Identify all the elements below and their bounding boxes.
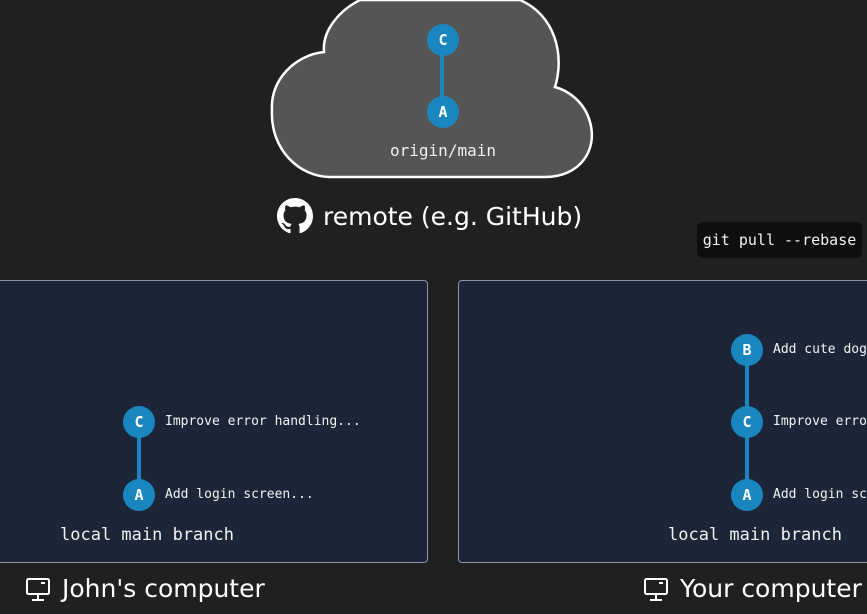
johns-computer-title: John's computer — [62, 574, 265, 603]
your-commit-b: B — [731, 334, 763, 366]
your-commit-c: C — [731, 406, 763, 438]
your-commit-a: A — [731, 479, 763, 511]
johns-branch-label: local main branch — [60, 525, 234, 545]
your-commit-c-message: Improve error — [773, 414, 867, 429]
johns-commit-a: A — [123, 479, 155, 511]
your-commit-a-message: Add login scre — [773, 487, 867, 502]
remote-commit-a: A — [427, 96, 459, 128]
remote-title-row: remote (e.g. GitHub) — [277, 198, 582, 234]
johns-commit-link — [137, 426, 141, 496]
your-computer-panel: B Add cute dog... C Improve error A Add … — [458, 280, 867, 563]
your-computer-title: Your computer — [680, 574, 862, 603]
johns-computer-title-row: John's computer — [24, 574, 265, 603]
your-computer-title-row: Your computer — [642, 574, 862, 603]
remote-branch-label: origin/main — [390, 141, 496, 160]
github-icon — [277, 198, 313, 234]
your-branch-label: local main branch — [668, 525, 842, 545]
johns-commit-c: C — [123, 406, 155, 438]
remote-commit-link — [440, 44, 444, 108]
git-command-badge: git pull --rebase — [697, 222, 862, 258]
remote-title: remote (e.g. GitHub) — [323, 201, 583, 231]
johns-commit-a-message: Add login screen... — [165, 487, 314, 502]
johns-commit-c-message: Improve error handling... — [165, 414, 361, 429]
your-commit-b-message: Add cute dog... — [773, 342, 867, 357]
computer-icon — [26, 577, 50, 601]
computer-icon — [644, 577, 668, 601]
remote-commit-c: C — [427, 24, 459, 56]
johns-computer-panel: C Improve error handling... A Add login … — [0, 280, 428, 563]
